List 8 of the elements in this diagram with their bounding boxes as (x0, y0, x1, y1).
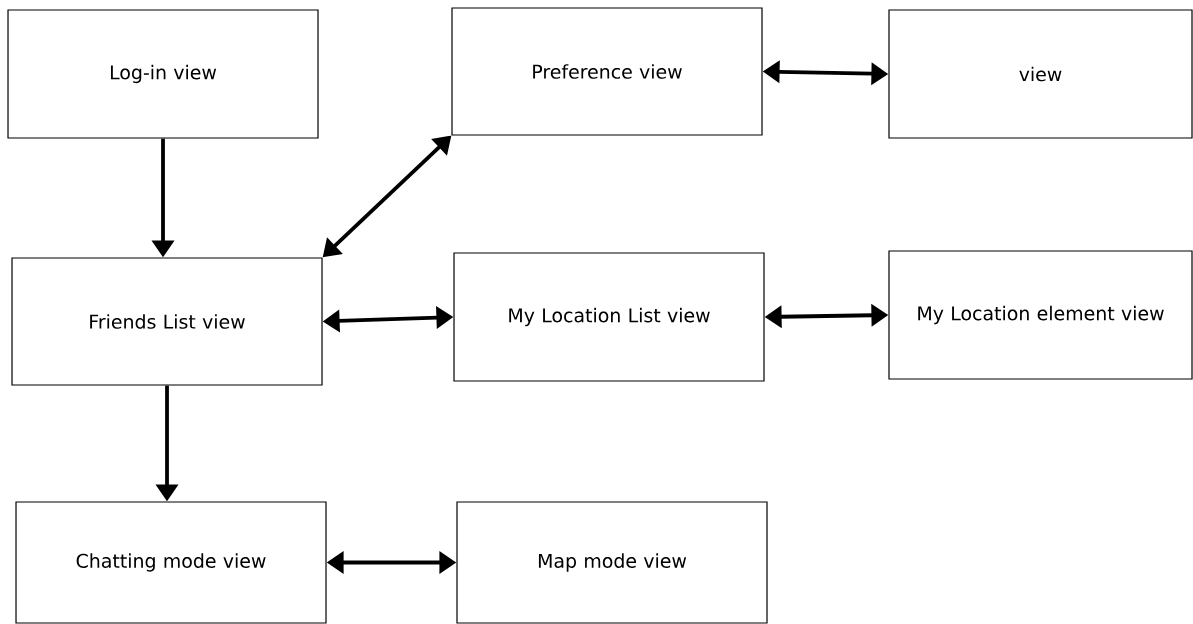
view-box: Preference view (451, 7, 763, 136)
view-box: Chatting mode view (15, 501, 327, 624)
view-box: Map mode view (456, 501, 768, 624)
view-box: My Location List view (453, 252, 765, 382)
view-box: Friends List view (11, 257, 323, 386)
view-box: My Location element view (888, 250, 1193, 380)
view-box: view (888, 9, 1193, 139)
view-box: Log-in view (7, 9, 319, 139)
